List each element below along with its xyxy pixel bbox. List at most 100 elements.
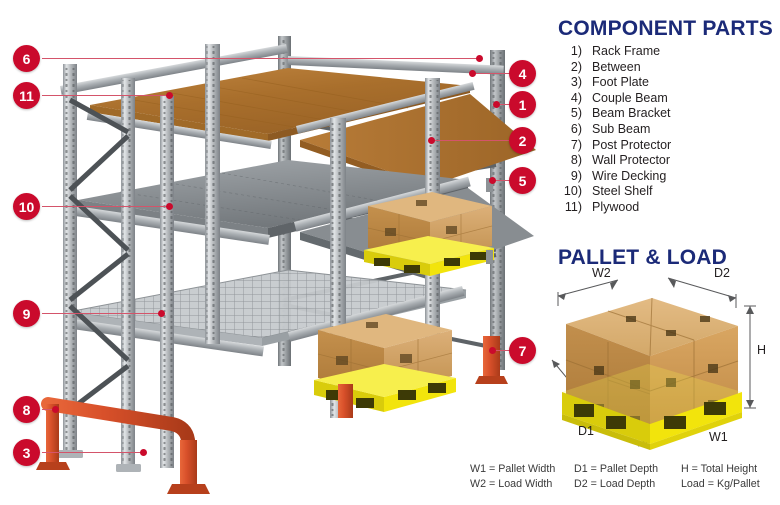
legend-w2-key: W2	[470, 477, 487, 490]
legend-d1-eq: =	[590, 462, 597, 475]
callout-marker-4[interactable]: 4	[509, 60, 536, 87]
part-item-2: 2) Between	[556, 60, 771, 76]
pallet-load-illustration	[551, 277, 756, 450]
callout-marker-5[interactable]: 5	[509, 167, 536, 194]
legend-w2: W2 = Load Width	[470, 478, 574, 490]
pallet-load-lower	[314, 314, 456, 412]
legend-d2-eq: =	[590, 477, 597, 490]
leader-line-10	[42, 206, 170, 208]
leader-line-6	[42, 58, 480, 60]
legend-w2-eq: =	[489, 477, 496, 490]
part-item-1: 1) Rack Frame	[556, 44, 771, 60]
callout-label-11: 11	[19, 87, 34, 104]
post-protector-inner	[338, 384, 353, 418]
part-label-6: Sub Beam	[592, 121, 651, 136]
pallet-load-title: PALLET & LOAD	[558, 246, 728, 269]
leader-dot-7	[489, 347, 496, 354]
callout-marker-3[interactable]: 3	[13, 439, 40, 466]
part-label-7: Post Protector	[592, 137, 672, 152]
leader-dot-8	[52, 406, 59, 413]
legend-w1-value: Pallet Width	[498, 462, 556, 475]
part-number-8: 8)	[570, 153, 582, 168]
callout-label-2: 2	[518, 132, 527, 149]
callout-marker-2[interactable]: 2	[509, 127, 536, 154]
dim-label-d2: D2	[714, 266, 730, 280]
part-item-7: 7) Post Protector	[556, 138, 771, 154]
sub-beam-top	[60, 44, 504, 95]
wall-protector	[36, 397, 210, 494]
dim-label-w2: W2	[592, 266, 611, 280]
legend-load-value: Kg/Pallet	[716, 477, 760, 490]
callout-marker-9[interactable]: 9	[13, 300, 40, 327]
leader-dot-5	[489, 177, 496, 184]
leader-line-2	[432, 140, 514, 142]
callout-label-3: 3	[22, 444, 31, 461]
part-label-11: Plywood	[592, 199, 640, 214]
leader-line-4	[472, 73, 514, 75]
part-number-4: 4)	[570, 90, 582, 105]
leader-dot-9	[158, 310, 165, 317]
legend-d2: D2 = Load Depth	[574, 478, 681, 490]
part-number-2: 2)	[570, 59, 582, 74]
part-label-10: Steel Shelf	[592, 184, 653, 199]
part-label-4: Couple Beam	[592, 90, 668, 105]
callout-label-7: 7	[518, 342, 527, 359]
leader-line-11	[42, 95, 170, 97]
carton-stack	[565, 297, 739, 426]
leader-line-7	[493, 350, 514, 352]
part-item-6: 6) Sub Beam	[556, 122, 771, 138]
component-parts-list: 1) Rack Frame 2) Between 3) Foot Plate 4…	[556, 44, 771, 216]
callout-marker-6[interactable]: 6	[13, 45, 40, 72]
callout-marker-8[interactable]: 8	[13, 396, 40, 423]
legend-h-value: Total Height	[700, 462, 758, 475]
legend-d2-value: Load Depth	[599, 477, 656, 490]
leader-dot-1	[493, 101, 500, 108]
part-label-5: Beam Bracket	[592, 106, 671, 121]
part-item-8: 8) Wall Protector	[556, 153, 771, 169]
leader-line-9	[42, 313, 162, 315]
legend-w2-value: Load Width	[498, 477, 553, 490]
callout-marker-1[interactable]: 1	[509, 91, 536, 118]
leader-dot-3	[140, 449, 147, 456]
legend-h: H = Total Height	[681, 463, 775, 475]
legend-row-1: W1 = Pallet Width D1 = Pallet Depth H = …	[470, 461, 775, 476]
part-label-2: Between	[592, 59, 641, 74]
dim-label-d1: D1	[578, 424, 594, 438]
beam-brackets	[486, 178, 493, 264]
callout-label-10: 10	[18, 198, 35, 215]
dim-label-w1: W1	[709, 430, 728, 444]
leader-dot-10	[166, 203, 173, 210]
callout-marker-11[interactable]: 11	[13, 82, 40, 109]
legend-h-key: H	[680, 462, 689, 475]
leader-dot-2	[428, 137, 435, 144]
leader-line-3	[42, 452, 144, 454]
part-number-3: 3)	[570, 75, 582, 90]
part-label-3: Foot Plate	[592, 75, 649, 90]
legend-w1-eq: =	[489, 462, 496, 475]
callout-label-9: 9	[22, 305, 31, 322]
legend-load: Load = Kg/Pallet	[681, 478, 775, 490]
part-label-8: Wall Protector	[592, 153, 671, 168]
post-protector	[475, 336, 508, 384]
leader-dot-6	[476, 55, 483, 62]
leader-line-1	[497, 104, 514, 106]
legend-load-eq: =	[707, 477, 714, 490]
front-frame-mid	[160, 44, 220, 468]
part-number-9: 9)	[570, 168, 582, 183]
leader-line-5	[493, 180, 514, 182]
callout-marker-7[interactable]: 7	[509, 337, 536, 364]
legend-d1-key: D1	[573, 462, 588, 475]
part-item-9: 9) Wire Decking	[556, 169, 771, 185]
part-label-1: Rack Frame	[592, 44, 661, 58]
callout-label-5: 5	[518, 172, 527, 189]
leader-line-8	[42, 409, 56, 411]
legend-row-2: W2 = Load Width D2 = Load Depth Load = K…	[470, 476, 775, 491]
front-frame-left	[58, 64, 141, 472]
part-item-3: 3) Foot Plate	[556, 75, 771, 91]
leader-dot-11	[166, 92, 173, 99]
legend-load-key: Load	[680, 477, 705, 490]
legend-d1: D1 = Pallet Depth	[574, 463, 681, 475]
callout-marker-10[interactable]: 10	[13, 193, 40, 220]
part-item-4: 4) Couple Beam	[556, 91, 771, 107]
